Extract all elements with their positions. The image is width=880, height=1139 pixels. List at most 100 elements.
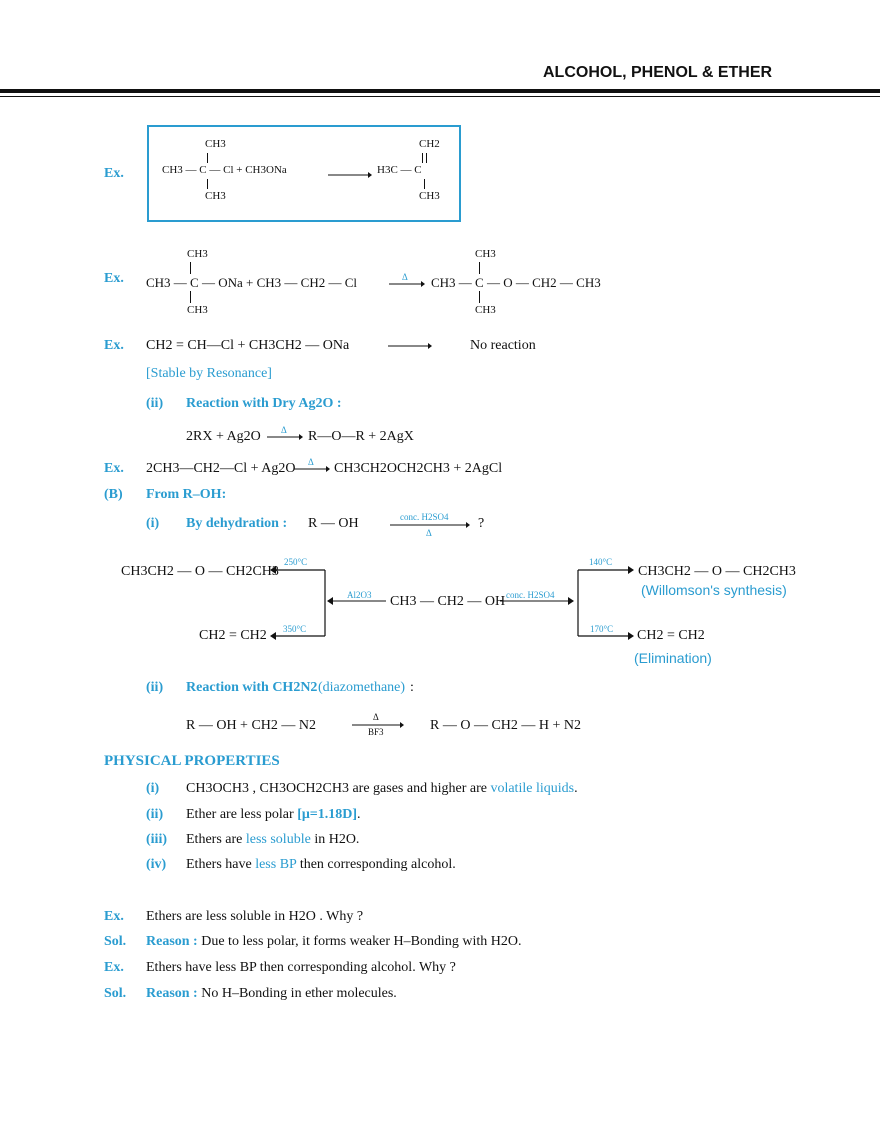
property-body: CH3OCH3 , CH3OCH2CH3 are gases and highe… [186, 781, 487, 796]
property-number: (iii) [146, 832, 167, 847]
section-title: Reaction with CH2N2 [186, 680, 318, 695]
bond [479, 262, 480, 274]
qa-label: Ex. [104, 909, 124, 924]
ex-label: Ex. [104, 166, 124, 181]
ex2-top-right: CH3 [475, 248, 496, 260]
ex1-top-right: CH2 [419, 138, 440, 150]
qa-text: Reason : No H–Bonding in ether molecules… [146, 986, 397, 1002]
property-highlight: less BP [255, 857, 297, 872]
reason-text: No H–Bonding in ether molecules. [201, 986, 397, 1001]
ex1-bottom-right: CH3 [419, 190, 440, 202]
ag2o-right: R—O—R + 2AgX [308, 429, 414, 444]
ex2-bottom-right: CH3 [475, 304, 496, 316]
ex-label: Ex. [104, 271, 124, 286]
reaction-arrow [388, 343, 432, 349]
ex1-box [147, 125, 461, 222]
reason-label: Reason : [146, 986, 198, 1001]
property-highlight: volatile liquids [490, 781, 575, 796]
bond [424, 179, 425, 189]
ex-label: Ex. [104, 338, 124, 353]
reason-label: Reason : [146, 934, 198, 949]
scheme-right-top-product: CH3CH2 — O — CH2CH3 [638, 564, 796, 579]
diazo-cond-top: Δ [373, 712, 379, 722]
bond [479, 291, 480, 303]
stable-note: [Stable by Resonance] [146, 366, 272, 381]
ex1-right-chain: H3C — C [377, 164, 422, 176]
scheme-left-top-product: CH3CH2 — O — CH2CH3 [121, 564, 279, 579]
ex4-left: 2CH3—CH2—Cl + Ag2O [146, 461, 296, 476]
qa-text: Ethers have less BP then corresponding a… [146, 960, 456, 975]
scheme-left-bottom-temp: 350°C [283, 624, 307, 634]
property-tail: then corresponding alcohol. [299, 857, 456, 872]
section-title: Reaction with Dry Ag2O : [186, 396, 342, 411]
qa-text: Ethers are less soluble in H2O . Why ? [146, 909, 364, 924]
bond [207, 179, 208, 189]
property-number: (i) [146, 781, 160, 796]
section-number: (ii) [146, 680, 164, 695]
ex2-condition: Δ [402, 272, 408, 282]
property-body: Ethers have [186, 857, 252, 872]
bond [207, 153, 208, 163]
ex1-top-left: CH3 [205, 138, 226, 150]
ex4-right: CH3CH2OCH2CH3 + 2AgCl [334, 461, 503, 476]
property-text: Ethers are less soluble in H2O. [186, 832, 359, 848]
dehydration-cond-bot: Δ [426, 528, 432, 538]
reaction-arrow [328, 172, 372, 178]
ex2-right-chain: CH3 — C — O — CH2 — CH3 [431, 275, 601, 290]
ex2-left-chain: CH3 — C — ONa + CH3 — CH2 — Cl [146, 275, 358, 290]
qa-label: Sol. [104, 934, 127, 949]
scheme-center-reactant: CH3 — CH2 — OH [390, 594, 506, 609]
dehydration-eq: R — OH [308, 516, 359, 531]
property-text: Ether are less polar [μ=1.18D]. [186, 807, 361, 823]
property-text: CH3OCH3 , CH3OCH2CH3 are gases and highe… [186, 781, 578, 797]
scheme-right-top-note: (Willomson's synthesis) [641, 582, 787, 598]
scheme-right-bottom-temp: 170°C [590, 624, 614, 634]
header-rule-thick [0, 89, 880, 93]
reaction-arrow [294, 466, 330, 472]
section-number: (i) [146, 516, 160, 531]
property-highlight: [μ=1.18D] [297, 807, 358, 822]
property-tail: . [574, 781, 578, 796]
dehydration-result: ? [478, 516, 485, 531]
reaction-arrow [390, 522, 470, 528]
property-body: Ether are less polar [186, 807, 294, 822]
property-tail: in H2O. [314, 832, 360, 847]
scheme-right-top-temp: 140°C [589, 557, 613, 567]
property-number: (ii) [146, 807, 164, 822]
bond [190, 291, 191, 303]
section-number: (B) [104, 487, 123, 502]
section-title: By dehydration : [186, 516, 288, 531]
qa-label: Sol. [104, 986, 127, 1001]
reaction-arrow [352, 722, 404, 728]
qa-text: Reason : Due to less polar, it forms wea… [146, 934, 521, 950]
reaction-arrow [389, 281, 425, 287]
scheme-right-bottom-product: CH2 = CH2 [637, 628, 705, 643]
dehydration-cond-top: conc. H2SO4 [400, 512, 449, 522]
scheme-left-top-temp: 250°C [284, 557, 308, 567]
property-number: (iv) [146, 857, 167, 872]
page-header-title: ALCOHOL, PHENOL & ETHER [543, 64, 773, 81]
section-heading: PHYSICAL PROPERTIES [104, 753, 280, 769]
property-text: Ethers have less BP then corresponding a… [186, 857, 456, 873]
section-subtitle: (diazomethane) [318, 680, 406, 695]
ex4-cond: Δ [308, 457, 314, 467]
ex3-reactants: CH2 = CH—Cl + CH3CH2 — ONa [146, 338, 350, 353]
ag2o-cond: Δ [281, 425, 287, 435]
bond [190, 262, 191, 274]
diazo-cond-bot: BF3 [368, 727, 384, 737]
reaction-arrow [267, 434, 303, 440]
ex-label: Ex. [104, 461, 124, 476]
section-title: From R–OH: [146, 487, 227, 502]
section-colon: : [410, 680, 414, 695]
scheme-right-reagent: conc. H2SO4 [506, 590, 555, 600]
property-highlight: less soluble [245, 832, 311, 847]
property-tail: . [357, 807, 361, 822]
qa-label: Ex. [104, 960, 124, 975]
ex1-bottom-left: CH3 [205, 190, 226, 202]
reason-text: Due to less polar, it forms weaker H–Bon… [201, 934, 522, 949]
diazo-right: R — O — CH2 — H + N2 [430, 718, 582, 733]
section-number: (ii) [146, 396, 164, 411]
diazo-left: R — OH + CH2 — N2 [186, 718, 317, 733]
property-body: Ethers are [186, 832, 243, 847]
ex2-top-left: CH3 [187, 248, 208, 260]
